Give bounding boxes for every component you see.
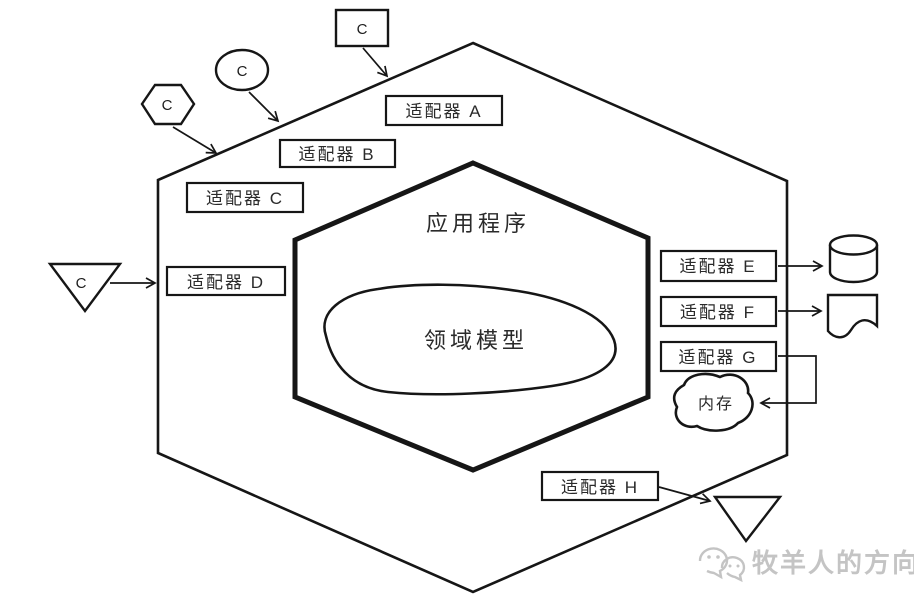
adapter-e-box [659,249,778,283]
client-hexagon-shape [140,83,196,126]
adapter-g-connector [759,355,817,409]
client-hexagon-arrow [172,126,218,154]
adapter-d-box [165,265,287,297]
adapter-b-box [278,138,397,169]
adapter-g: 适配器 G [659,340,817,409]
adapter-f-box [659,295,778,328]
inner-hexagon-application [292,160,651,473]
wechat-eye-2 [716,555,720,559]
adapter-c: 适配器 C [185,181,305,214]
application-label: 应用程序 [426,211,530,236]
client-triangle-label: C [76,275,87,292]
adapter-e-label: 适配器 E [679,257,756,276]
database-cylinder-top [828,234,879,256]
client-rect-shape [334,8,390,48]
adapter-a-box [384,94,504,127]
domain-model-label: 领域模型 [424,328,528,353]
adapter-f: 适配器 F [659,295,823,328]
client-hexagon-actor: C [140,83,218,154]
client-hexagon-label: C [162,97,173,114]
wechat-eye-4 [736,564,740,568]
domain-model-blob [323,283,617,396]
adapter-h-box [540,470,660,502]
adapter-a: 适配器 A [384,94,504,127]
watermark: 牧羊人的方向 [698,547,914,583]
adapter-b: 适配器 B [278,138,397,169]
adapter-h: 适配器 H [540,470,712,505]
client-ellipse-shape [214,48,270,92]
document-icon [826,293,879,339]
client-ellipse-arrow [248,91,280,123]
wechat-icon [698,547,746,583]
memory-blob-shape [672,372,754,432]
client-ellipse-label: C [237,63,248,80]
adapter-h-arrow [658,486,712,505]
adapter-g-label: 适配器 G [679,348,758,367]
adapter-f-label: 适配器 F [680,303,756,322]
memory-label: 内存 [698,395,734,413]
adapter-a-label: 适配器 A [405,102,482,121]
database-cylinder-icon [828,234,879,284]
client-triangle-actor: C [47,262,157,314]
adapter-g-box [659,340,778,373]
outer-hexagon-boundary [156,41,789,594]
client-rect-arrow [362,47,389,78]
adapter-d-label: 适配器 D [187,273,265,292]
memory-blob: 内存 [672,372,754,432]
adapter-c-box [185,181,305,214]
client-ellipse-actor: C [214,48,280,123]
adapter-d: 适配器 D [165,265,287,297]
client-triangle-shape [47,262,123,314]
watermark-text: 牧羊人的方向 [752,548,914,578]
client-rect-actor: C [334,8,390,78]
wechat-eye-1 [707,555,711,559]
adapter-h-label: 适配器 H [561,478,639,497]
output-triangle-icon [712,495,783,544]
adapter-e: 适配器 E [659,249,824,283]
wechat-eye-3 [728,564,732,568]
wechat-bubble-small [720,556,746,583]
adapter-c-label: 适配器 C [206,189,284,208]
client-rect-label: C [357,21,368,38]
adapter-b-label: 适配器 B [298,145,375,164]
